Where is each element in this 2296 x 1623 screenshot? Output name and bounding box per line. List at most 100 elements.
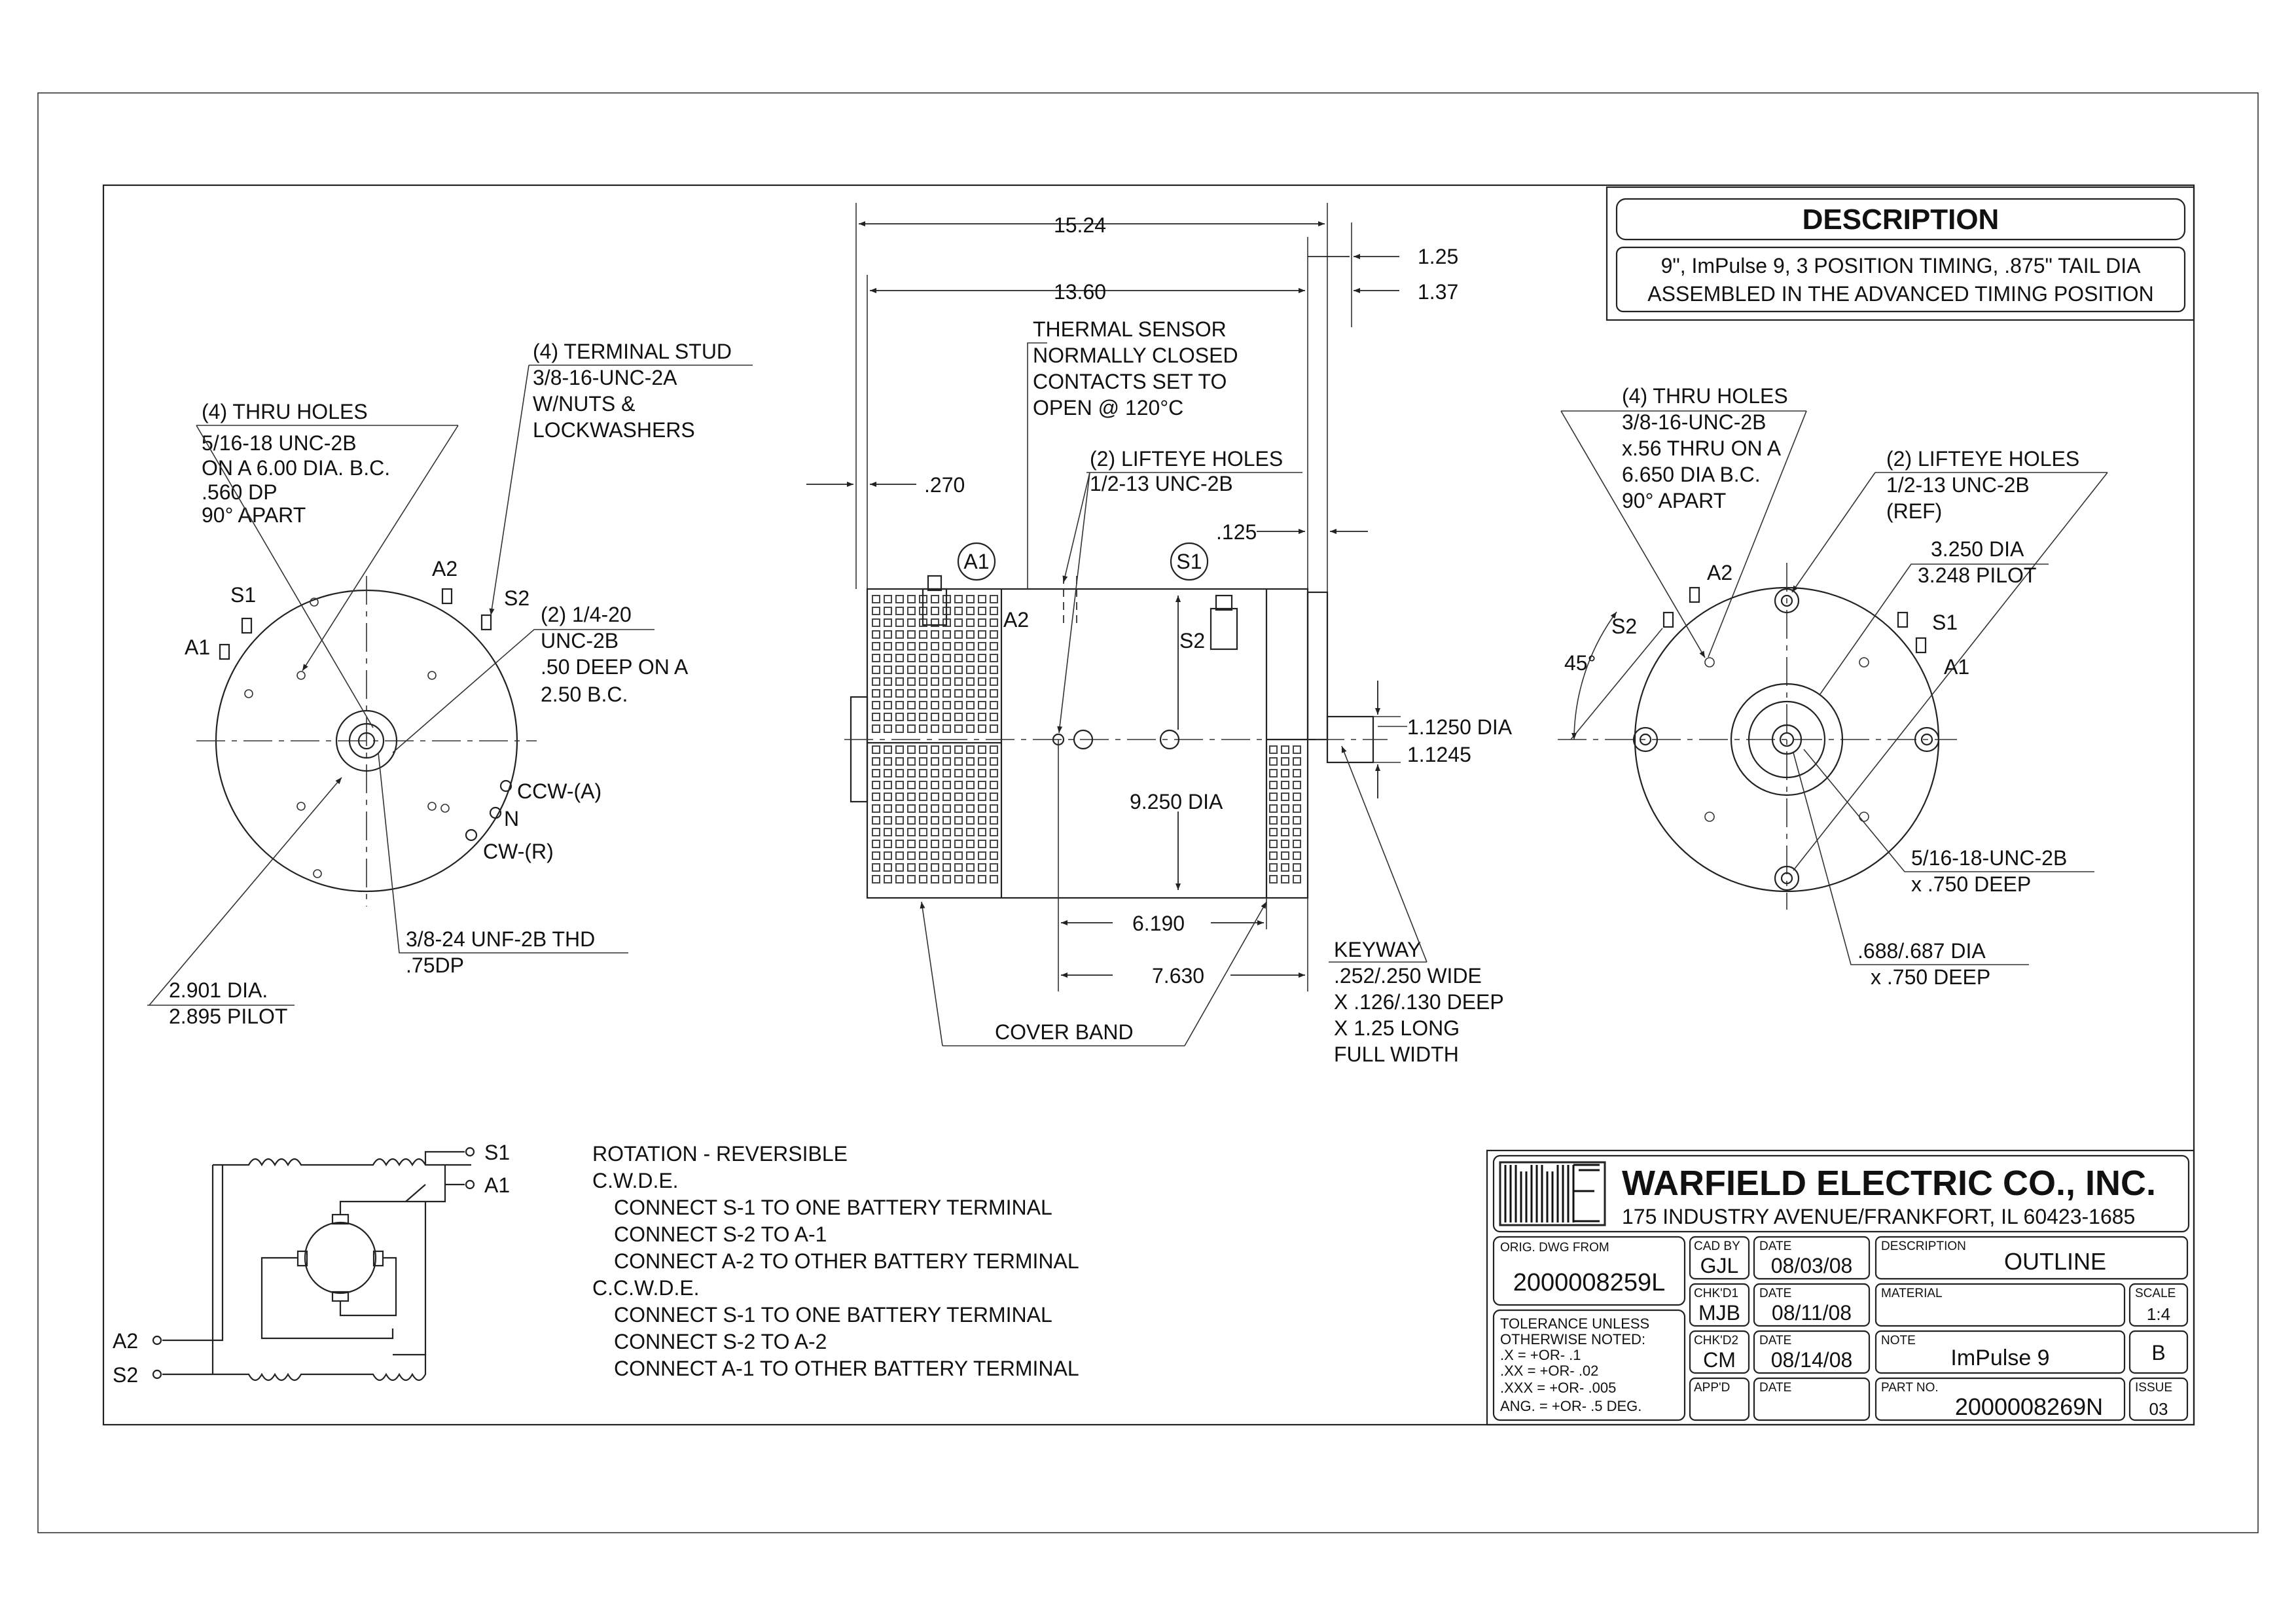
rotation-cw-2: CONNECT S-2 TO A-1 [614, 1222, 827, 1246]
louver-slot [895, 724, 904, 733]
left-terminal-stud-2: W/NUTS & [533, 392, 635, 416]
louver-slot [931, 745, 939, 754]
louver-slot [931, 816, 939, 825]
louver-slot [907, 689, 916, 698]
issue-value: 03 [2149, 1399, 2168, 1419]
louver-slot [1281, 781, 1289, 789]
louver-slot [907, 713, 916, 721]
dim-1-37: 1.37 [1418, 280, 1458, 304]
louver-slot [1281, 793, 1289, 801]
louver-slot [919, 642, 927, 651]
louver-slot [919, 840, 927, 848]
rotation-title: ROTATION - REVERSIBLE [592, 1142, 848, 1166]
louver-slot [966, 713, 975, 721]
louver-slot [884, 875, 892, 883]
louver-slot [931, 769, 939, 777]
louver-slot [990, 689, 998, 698]
louver-slot [978, 595, 986, 603]
part-no-value: 2000008269N [1955, 1393, 2103, 1420]
louver-slot [907, 701, 916, 709]
louver-slot [884, 757, 892, 766]
left-label-s2: S2 [504, 586, 529, 610]
louver-slot [931, 840, 939, 848]
right-pilot-2: 3.248 PILOT [1918, 563, 2036, 587]
louver-slot [942, 677, 951, 686]
louver-slot [907, 816, 916, 825]
louver-slot [931, 689, 939, 698]
louver-slot [872, 769, 880, 777]
left-label-n: N [504, 807, 519, 830]
louver-slot [942, 630, 951, 639]
louver-slot [1281, 863, 1289, 872]
louver-slot [1269, 840, 1278, 848]
louver-slot [1281, 840, 1289, 848]
louver-slot [978, 828, 986, 836]
louver-slot [1269, 875, 1278, 883]
louver-slot [884, 828, 892, 836]
louver-slot [990, 793, 998, 801]
louver-slot [990, 828, 998, 836]
right-label-s2: S2 [1611, 615, 1637, 638]
cad-by-value: GJL [1700, 1254, 1739, 1277]
louver-slot [895, 793, 904, 801]
louver-slot [872, 804, 880, 813]
louver-slot [884, 630, 892, 639]
louver-slot [942, 701, 951, 709]
louver-slot [990, 816, 998, 825]
louver-slot [978, 654, 986, 662]
louver-slot [954, 863, 963, 872]
left-terminal-stud-title: (4) TERMINAL STUD [533, 340, 732, 363]
louver-slot [978, 875, 986, 883]
louver-slot [919, 816, 927, 825]
louver-slot [872, 595, 880, 603]
louver-slot [1281, 816, 1289, 825]
keyway-4: FULL WIDTH [1334, 1043, 1459, 1066]
louver-slot [884, 666, 892, 674]
louver-slot [990, 642, 998, 651]
louver-slot [907, 875, 916, 883]
shaft-dia-2: 1.1245 [1407, 743, 1471, 766]
schematic-a2: A2 [113, 1329, 138, 1353]
louver-slot [942, 851, 951, 860]
louver-slot [907, 840, 916, 848]
louver-slot [978, 781, 986, 789]
louver-slot [872, 607, 880, 615]
louver-slot [931, 666, 939, 674]
louver-slot [966, 816, 975, 825]
right-thru-holes-2: x.56 THRU ON A [1622, 437, 1782, 460]
louver-slot [872, 630, 880, 639]
schematic-s2: S2 [113, 1363, 138, 1387]
side-lifteye-title: (2) LIFTEYE HOLES [1090, 447, 1283, 471]
cover-band-label: COVER BAND [995, 1020, 1134, 1044]
keyway-1: .252/.250 WIDE [1334, 964, 1482, 988]
louver-slot [872, 654, 880, 662]
louver-slot [942, 757, 951, 766]
chk1-value: MJB [1698, 1301, 1740, 1325]
right-thru-holes-4: 90° APART [1622, 489, 1726, 512]
tolerance-2: OTHERWISE NOTED: [1500, 1331, 1645, 1347]
louver-slot [872, 840, 880, 848]
right-lifteye-title: (2) LIFTEYE HOLES [1886, 447, 2079, 471]
tolerance-5: .XXX = +OR- .005 [1500, 1380, 1616, 1396]
left-thru-holes-3: .560 DP [202, 480, 278, 504]
louver-slot [931, 701, 939, 709]
louver-slot [954, 745, 963, 754]
louver-slot [907, 666, 916, 674]
louver-slot [931, 851, 939, 860]
louver-slot [931, 713, 939, 721]
louver-slot [978, 863, 986, 872]
louver-slot [966, 677, 975, 686]
louver-slot [954, 701, 963, 709]
louver-slot [919, 769, 927, 777]
louver-slot [895, 607, 904, 615]
rotation-cw: C.W.D.E. [592, 1169, 679, 1192]
louver-slot [907, 677, 916, 686]
louver-slot [919, 689, 927, 698]
louver-slot [966, 781, 975, 789]
louver-slot [895, 804, 904, 813]
louver-slot [907, 769, 916, 777]
louver-slot [895, 745, 904, 754]
left-thru-holes-title: (4) THRU HOLES [202, 400, 368, 423]
louver-slot [931, 875, 939, 883]
louver-slot [1269, 828, 1278, 836]
